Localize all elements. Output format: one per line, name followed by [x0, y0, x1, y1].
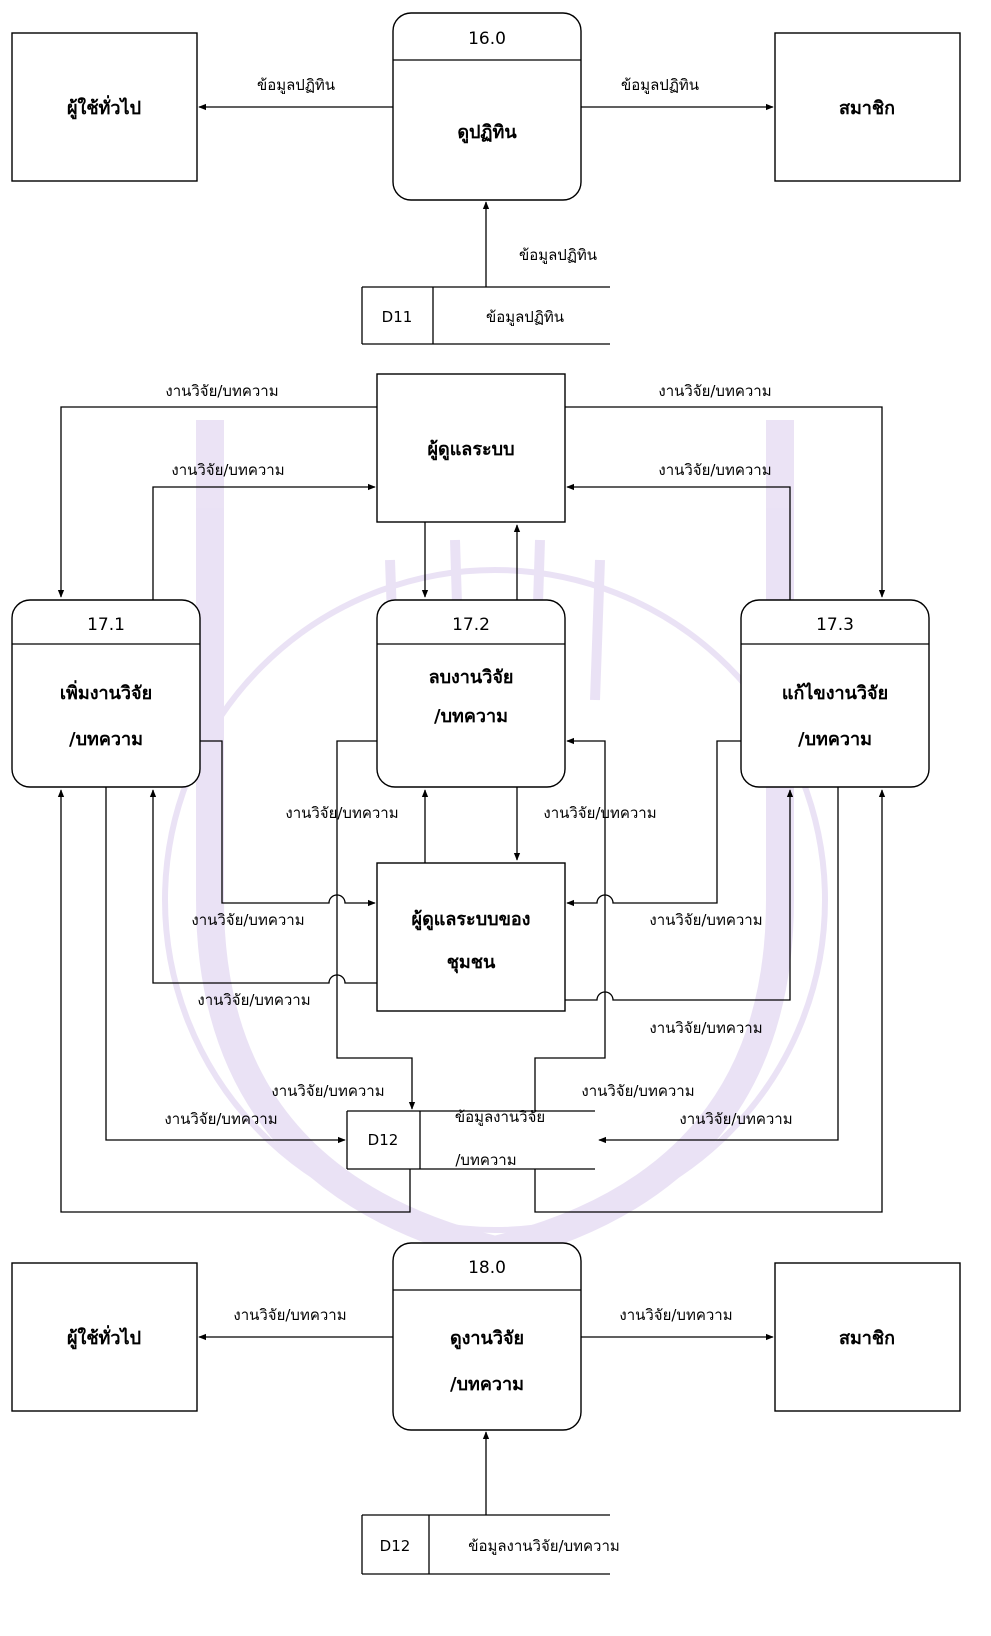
flow-17-3-to-d12-label: งานวิจัย/บทความ [679, 1110, 792, 1128]
flow-admin-to-17-1-label: งานวิจัย/บทความ [165, 382, 278, 400]
flow-17-3-to-community-label: งานวิจัย/บทความ [649, 911, 762, 929]
flow-18-to-member-label: งานวิจัย/บทความ [619, 1306, 732, 1324]
flow-17-1-to-community [200, 740, 376, 907]
entity-community-admin-line1: ผู้ดูแลระบบของ [412, 909, 531, 931]
entity-general-user-16-label: ผู้ใช้ทั่วไป [67, 95, 141, 120]
process-18-id: 18.0 [468, 1258, 506, 1278]
datastore-d12-mid-name-line2: /บทความ [455, 1151, 516, 1169]
process-17-1-name-line2: /บทความ [69, 729, 143, 750]
flow-16-to-member-label: ข้อมูลปฏิทิน [621, 76, 699, 94]
process-18-name-line2: /บทความ [450, 1374, 524, 1395]
flow-admin-to-17-3 [565, 406, 886, 598]
flow-community-to-17-1-label: งานวิจัย/บทความ [197, 991, 310, 1009]
process-17-3-name-line1: แก้ไขงานวิจัย [782, 682, 888, 704]
process-16-id: 16.0 [468, 29, 506, 49]
entity-admin [376, 373, 566, 523]
process-17-3-name-line2: /บทความ [798, 729, 872, 750]
flow-d12-to-17-3 [534, 789, 886, 1213]
datastore-d11 [361, 286, 610, 345]
process-17-3-id: 17.3 [816, 615, 854, 635]
flow-d12-to-17-2 [534, 737, 606, 1111]
flow-community-to-17-3-label: งานวิจัย/บทความ [649, 1019, 762, 1037]
process-17-2 [376, 599, 566, 788]
flow-admin-to-17-3-label: งานวิจัย/บทความ [658, 382, 771, 400]
flow-d12-to-17-1 [57, 789, 411, 1213]
datastore-d12-bottom-id: D12 [380, 1537, 411, 1555]
section-17: ผู้ดูแลระบบ 17.1 เพิ่มงานวิจัย /บทความ 1… [11, 373, 930, 1213]
process-17-1-id: 17.1 [87, 615, 125, 635]
process-17-2-name-line1: ลบงานวิจัย [429, 667, 514, 688]
datastore-d11-name: ข้อมูลปฏิทิน [486, 308, 564, 326]
flow-17-2-to-d12 [336, 740, 416, 1110]
flow-d11-to-16-label: ข้อมูลปฏิทิน [519, 246, 597, 264]
entity-member-16-label: สมาชิก [839, 98, 895, 119]
flow-community-to-17-2-label: งานวิจัย/บทความ [285, 804, 398, 822]
flow-17-2-to-community-label: งานวิจัย/บทความ [543, 804, 656, 822]
datastore-d12-mid [346, 1110, 595, 1170]
flow-17-3-to-admin [566, 483, 791, 600]
datastore-d12-mid-name-line1: ข้อมูลงานวิจัย [455, 1108, 545, 1126]
process-17-2-id: 17.2 [452, 615, 490, 635]
entity-general-user-18-label: ผู้ใช้ทั่วไป [67, 1325, 141, 1350]
datastore-d11-id: D11 [382, 308, 413, 326]
entity-member-16 [774, 32, 961, 182]
entity-member-18 [774, 1262, 961, 1412]
entity-admin-label: ผู้ดูแลระบบ [427, 439, 514, 461]
flow-17-2-to-d12-label: งานวิจัย/บทความ [271, 1082, 384, 1100]
flow-16-to-user-label: ข้อมูลปฏิทิน [257, 76, 335, 94]
flow-18-to-user-label: งานวิจัย/บทความ [233, 1306, 346, 1324]
process-17-2-name-line2: /บทความ [434, 706, 508, 727]
flow-17-3-to-community [566, 740, 741, 907]
section-18: ผู้ใช้ทั่วไป สมาชิก 18.0 ดูงานวิจัย /บทค… [11, 1242, 961, 1575]
datastore-d12-bottom [361, 1514, 610, 1575]
flow-17-1-to-d12 [105, 787, 346, 1144]
flow-17-3-to-admin-label: งานวิจัย/บทความ [658, 461, 771, 479]
datastore-d12-bottom-name: ข้อมูลงานวิจัย/บทความ [468, 1537, 620, 1555]
flow-community-to-17-1 [149, 789, 377, 984]
flow-17-1-to-d12-label: งานวิจัย/บทความ [164, 1110, 277, 1128]
process-17-3 [740, 599, 930, 788]
entity-member-18-label: สมาชิก [839, 1328, 895, 1349]
section-16: ผู้ใช้ทั่วไป สมาชิก 16.0 ดูปฏิทิน ข้อมูล… [11, 12, 961, 345]
process-17-1-name-line1: เพิ่มงานวิจัย [60, 680, 152, 704]
entity-general-user-16 [11, 32, 198, 182]
flow-d12-to-17-2-label: งานวิจัย/บทความ [581, 1082, 694, 1100]
flow-17-1-to-admin-label: งานวิจัย/บทความ [171, 461, 284, 479]
flow-community-to-17-3 [565, 789, 794, 1001]
flow-admin-to-17-1 [57, 406, 377, 598]
entity-community-admin-line2: ชุมชน [447, 952, 496, 974]
flow-17-1-to-community-label: งานวิจัย/บทความ [191, 911, 304, 929]
process-18-name-line1: ดูงานวิจัย [450, 1328, 524, 1350]
entity-general-user-18 [11, 1262, 198, 1412]
entity-community-admin [376, 862, 566, 1012]
flow-17-1-to-admin [152, 483, 376, 600]
process-16-name: ดูปฏิทิน [457, 122, 517, 144]
flow-17-3-to-d12 [598, 787, 839, 1144]
datastore-d12-mid-id: D12 [368, 1131, 399, 1149]
